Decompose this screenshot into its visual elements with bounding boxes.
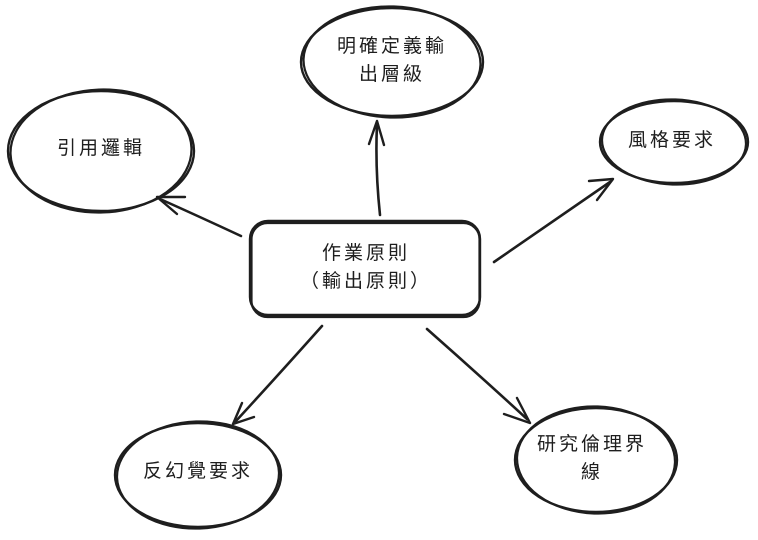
node-top-label: 明確定義輸 出層級	[337, 33, 447, 89]
node-top-line2: 出層級	[358, 64, 426, 85]
arrow-center-to-right	[492, 177, 615, 264]
node-shape-right	[598, 98, 750, 186]
node-center-line1: 作業原則	[321, 243, 411, 264]
node-left-line1: 引用邏輯	[56, 138, 146, 159]
node-right-line1: 風格要求	[627, 130, 717, 151]
node-center-label: 作業原則 （輸出原則）	[300, 240, 432, 296]
arrow-center-to-bottom-left	[231, 324, 324, 426]
node-bottom-left-label: 反幻覺要求	[143, 458, 253, 486]
node-shape-left	[6, 88, 196, 214]
node-bottom-left-line1: 反幻覺要求	[142, 461, 254, 482]
arrow-center-to-left	[155, 195, 243, 238]
node-bottom-right-line1: 研究倫理界	[536, 434, 648, 455]
node-right-label: 風格要求	[628, 127, 716, 155]
node-center-line2: （輸出原則）	[299, 271, 433, 292]
node-left-label: 引用邏輯	[57, 135, 145, 163]
node-shape-top	[299, 5, 485, 119]
node-top-line1: 明確定義輸	[336, 36, 448, 57]
node-bottom-right-label: 研究倫理界 線	[537, 431, 647, 487]
node-shape-bottom-right	[513, 405, 679, 515]
arrow-center-to-top	[367, 119, 386, 217]
arrow-center-to-bottom-right	[425, 327, 532, 425]
node-shape-bottom-left	[113, 420, 283, 530]
node-shape-center	[248, 219, 482, 319]
node-bottom-right-line2: 線	[580, 462, 604, 483]
